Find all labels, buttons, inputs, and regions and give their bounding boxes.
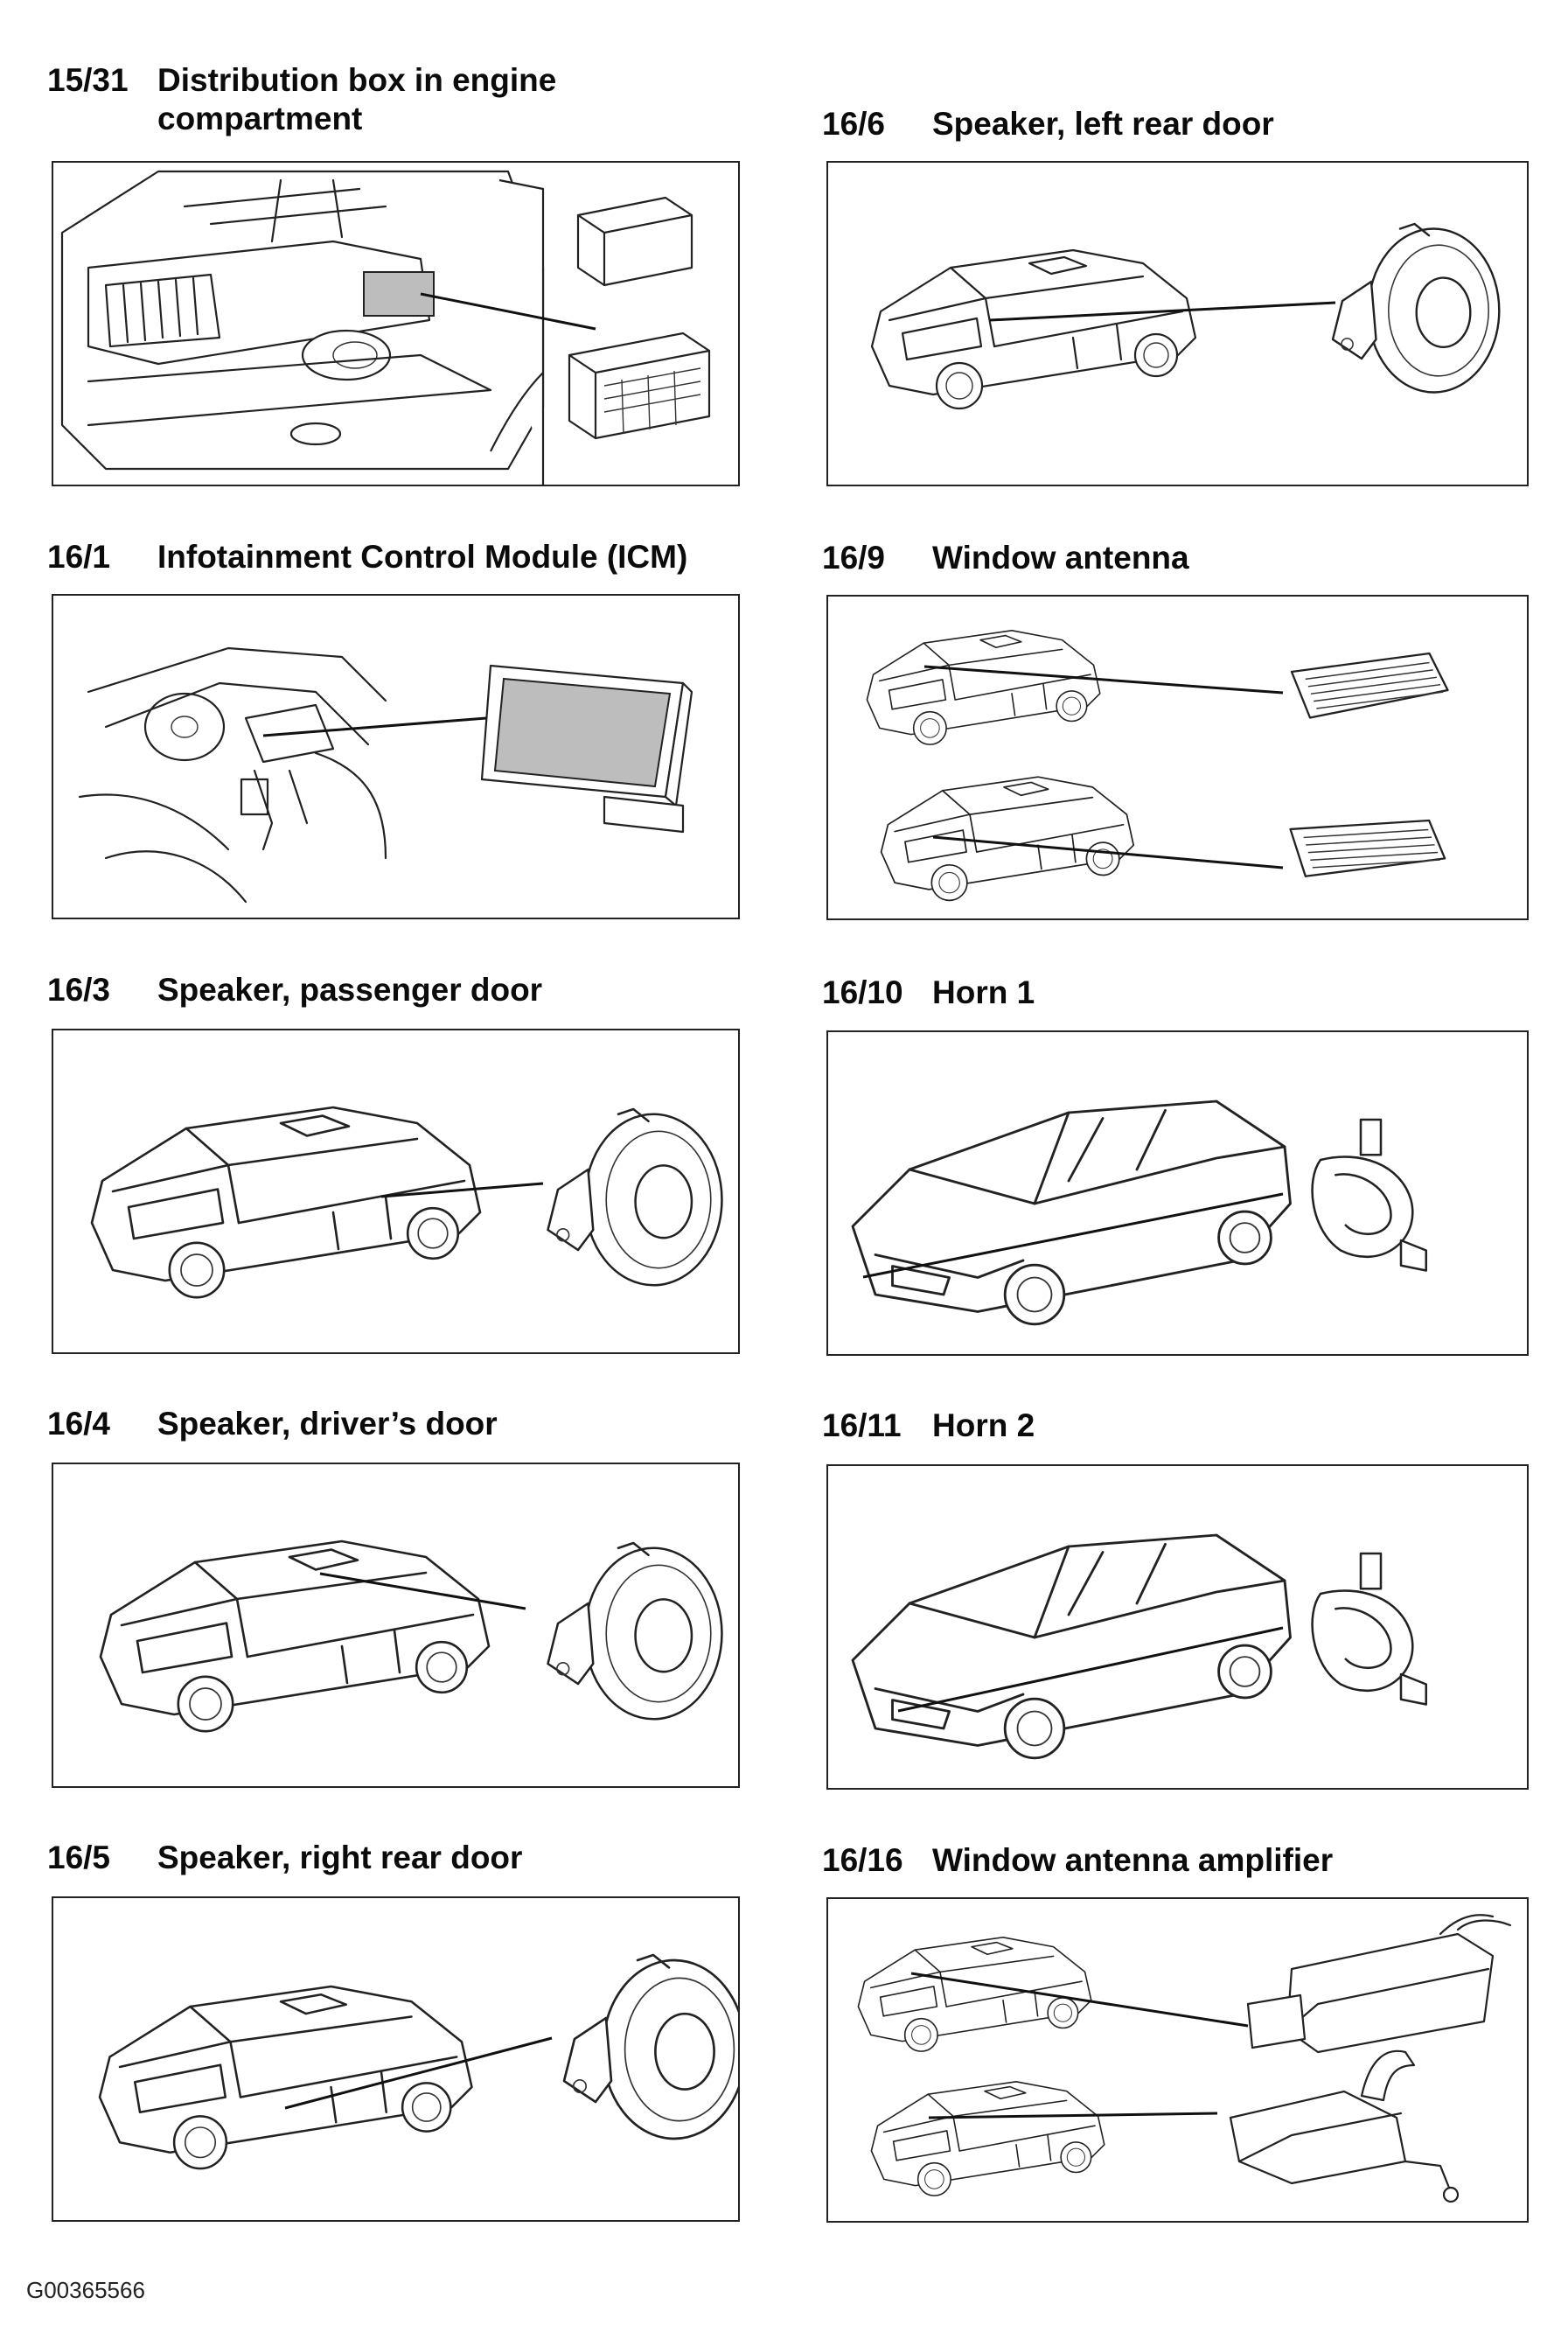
illustration-infotainment-module: [52, 594, 740, 919]
section-header: 16/16 Window antenna amplifier: [822, 1841, 1333, 1880]
section-header: 16/4 Speaker, driver’s door: [47, 1405, 498, 1443]
section-header: 16/3 Speaker, passenger door: [47, 971, 542, 1009]
section-code: 16/1: [47, 539, 111, 575]
illustration-horn-1: [826, 1030, 1529, 1356]
section-title: Distribution box in engine compartment: [157, 62, 557, 136]
section-code: 16/4: [47, 1406, 111, 1442]
section-code: 16/11: [822, 1407, 902, 1443]
section-header: 16/9 Window antenna: [822, 539, 1189, 577]
illustration-speaker-passenger-door: [52, 1029, 740, 1354]
section-code: 15/31: [47, 62, 129, 98]
section-header: 16/5 Speaker, right rear door: [47, 1839, 522, 1877]
illustration-window-antenna: [826, 595, 1529, 920]
section-header: 15/31 Distribution box in engine compart…: [47, 61, 647, 138]
section-code: 16/9: [822, 540, 886, 576]
illustration-speaker-drivers-door: [52, 1463, 740, 1788]
section-title: Window antenna: [932, 540, 1189, 576]
section-code: 16/3: [47, 972, 111, 1008]
section-title: Horn 2: [932, 1407, 1035, 1443]
section-title: Speaker, passenger door: [157, 972, 543, 1008]
section-header: 16/6 Speaker, left rear door: [822, 105, 1274, 143]
illustration-distribution-box: [52, 161, 740, 486]
section-title: Speaker, driver’s door: [157, 1406, 498, 1442]
illustration-window-antenna-amplifier: [826, 1897, 1529, 2223]
section-code: 16/6: [822, 106, 886, 142]
section-title: Infotainment Control Module (ICM): [157, 539, 688, 575]
section-header: 16/1 Infotainment Control Module (ICM): [47, 538, 687, 576]
section-title: Speaker, left rear door: [932, 106, 1274, 142]
section-code: 16/10: [822, 974, 903, 1010]
section-title: Window antenna amplifier: [932, 1842, 1334, 1878]
section-code: 16/5: [47, 1840, 111, 1875]
section-title: Speaker, right rear door: [157, 1840, 523, 1875]
illustration-horn-2: [826, 1464, 1529, 1790]
illustration-speaker-left-rear-door: [826, 161, 1529, 486]
figure-id: G00365566: [26, 2277, 145, 2303]
illustration-speaker-right-rear-door: [52, 1896, 740, 2222]
section-header: 16/11 Horn 2: [822, 1407, 1035, 1445]
section-code: 16/16: [822, 1842, 903, 1878]
section-header: 16/10 Horn 1: [822, 974, 1035, 1012]
section-title: Horn 1: [932, 974, 1035, 1010]
